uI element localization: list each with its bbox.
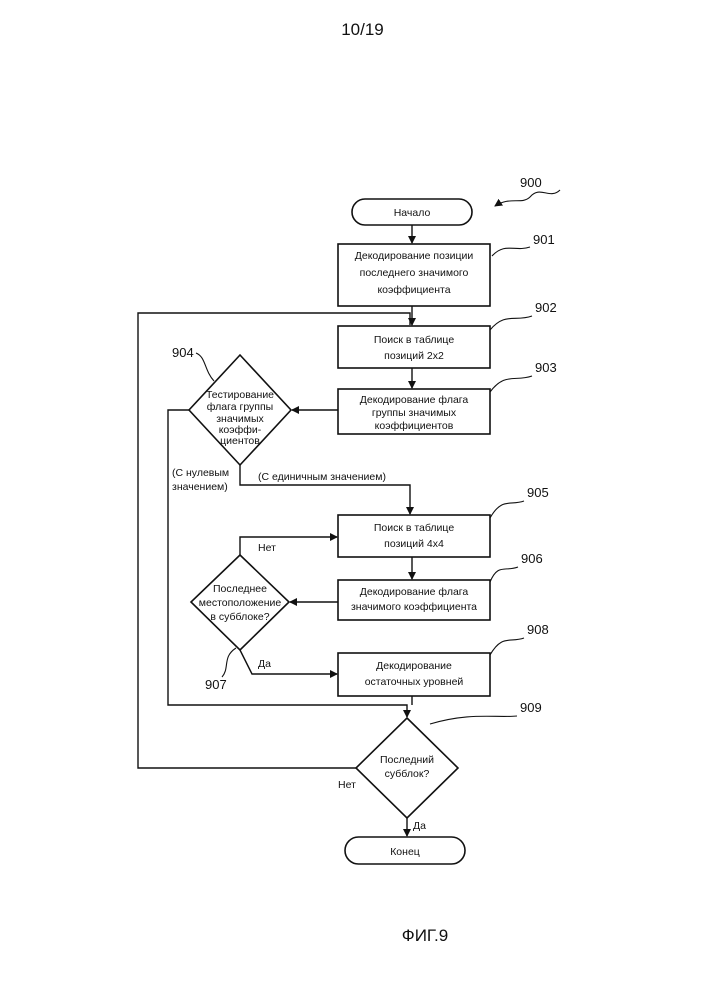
ref-903: 903 bbox=[535, 360, 557, 375]
ref-909-leader bbox=[430, 716, 517, 724]
decision-904-line-1: Тестирование bbox=[206, 389, 274, 401]
step-908-line-2: остаточных уровней bbox=[365, 676, 464, 688]
ref-905-leader bbox=[490, 501, 524, 518]
decision-909-line-2: субблок? bbox=[385, 768, 430, 780]
step-906-line-2: значимого коэффициента bbox=[351, 601, 477, 613]
ref-909: 909 bbox=[520, 700, 542, 715]
ref-901-leader bbox=[492, 247, 530, 256]
ref-906: 906 bbox=[521, 551, 543, 566]
step-903-line-2: группы значимых bbox=[372, 407, 457, 419]
ref-904: 904 bbox=[172, 345, 194, 360]
end-label: Конец bbox=[390, 846, 420, 858]
ref-904-leader bbox=[196, 353, 214, 381]
decision-904-line-5: циентов bbox=[220, 435, 260, 447]
step-903-line-1: Декодирование флага bbox=[360, 394, 469, 406]
decision-907-line-2: местоположение bbox=[199, 597, 282, 609]
step-901-line-2: последнего значимого bbox=[360, 267, 469, 279]
label-909-yes: Да bbox=[413, 820, 426, 832]
step-902-line-1: Поиск в таблице bbox=[374, 334, 454, 346]
ref-906-leader bbox=[490, 567, 518, 582]
label-one-value: (С единичным значением) bbox=[258, 471, 386, 483]
step-903-line-3: коэффициентов bbox=[375, 420, 454, 432]
ref-900: 900 bbox=[520, 175, 542, 190]
step-902-line-2: позиций 2x2 bbox=[384, 350, 444, 362]
label-zero-value-line-1: (С нулевым bbox=[172, 467, 229, 479]
label-zero-value-line-2: значением) bbox=[172, 481, 228, 493]
ref-902: 902 bbox=[535, 300, 557, 315]
figure-caption: ФИГ.9 bbox=[380, 926, 470, 946]
arrow-907-no-to-905 bbox=[240, 537, 337, 555]
ref-907-leader bbox=[222, 648, 236, 677]
ref-905: 905 bbox=[527, 485, 549, 500]
arrow-907-yes-to-908 bbox=[240, 650, 337, 674]
label-907-no: Нет bbox=[258, 542, 276, 554]
decision-909-line-1: Последний bbox=[380, 754, 434, 766]
ref-901: 901 bbox=[533, 232, 555, 247]
label-909-no: Нет bbox=[338, 779, 356, 791]
step-905-line-1: Поиск в таблице bbox=[374, 522, 454, 534]
start-label: Начало bbox=[394, 207, 431, 219]
ref-907: 907 bbox=[205, 677, 227, 692]
ref-903-leader bbox=[490, 376, 532, 392]
step-906-line-1: Декодирование флага bbox=[360, 586, 469, 598]
ref-908-leader bbox=[490, 638, 524, 655]
decision-904-line-2: флага группы bbox=[207, 401, 273, 413]
step-908-line-1: Декодирование bbox=[376, 660, 452, 672]
step-901-line-1: Декодирование позиции bbox=[355, 250, 474, 262]
decision-907-line-1: Последнее bbox=[213, 583, 267, 595]
decision-907-line-3: в субблоке? bbox=[210, 611, 269, 623]
ref-902-leader bbox=[490, 316, 532, 330]
ref-900-arrow bbox=[495, 190, 560, 206]
label-907-yes: Да bbox=[258, 658, 271, 670]
step-901-line-3: коэффициента bbox=[377, 284, 450, 296]
step-905-line-2: позиций 4x4 bbox=[384, 538, 444, 550]
ref-908: 908 bbox=[527, 622, 549, 637]
